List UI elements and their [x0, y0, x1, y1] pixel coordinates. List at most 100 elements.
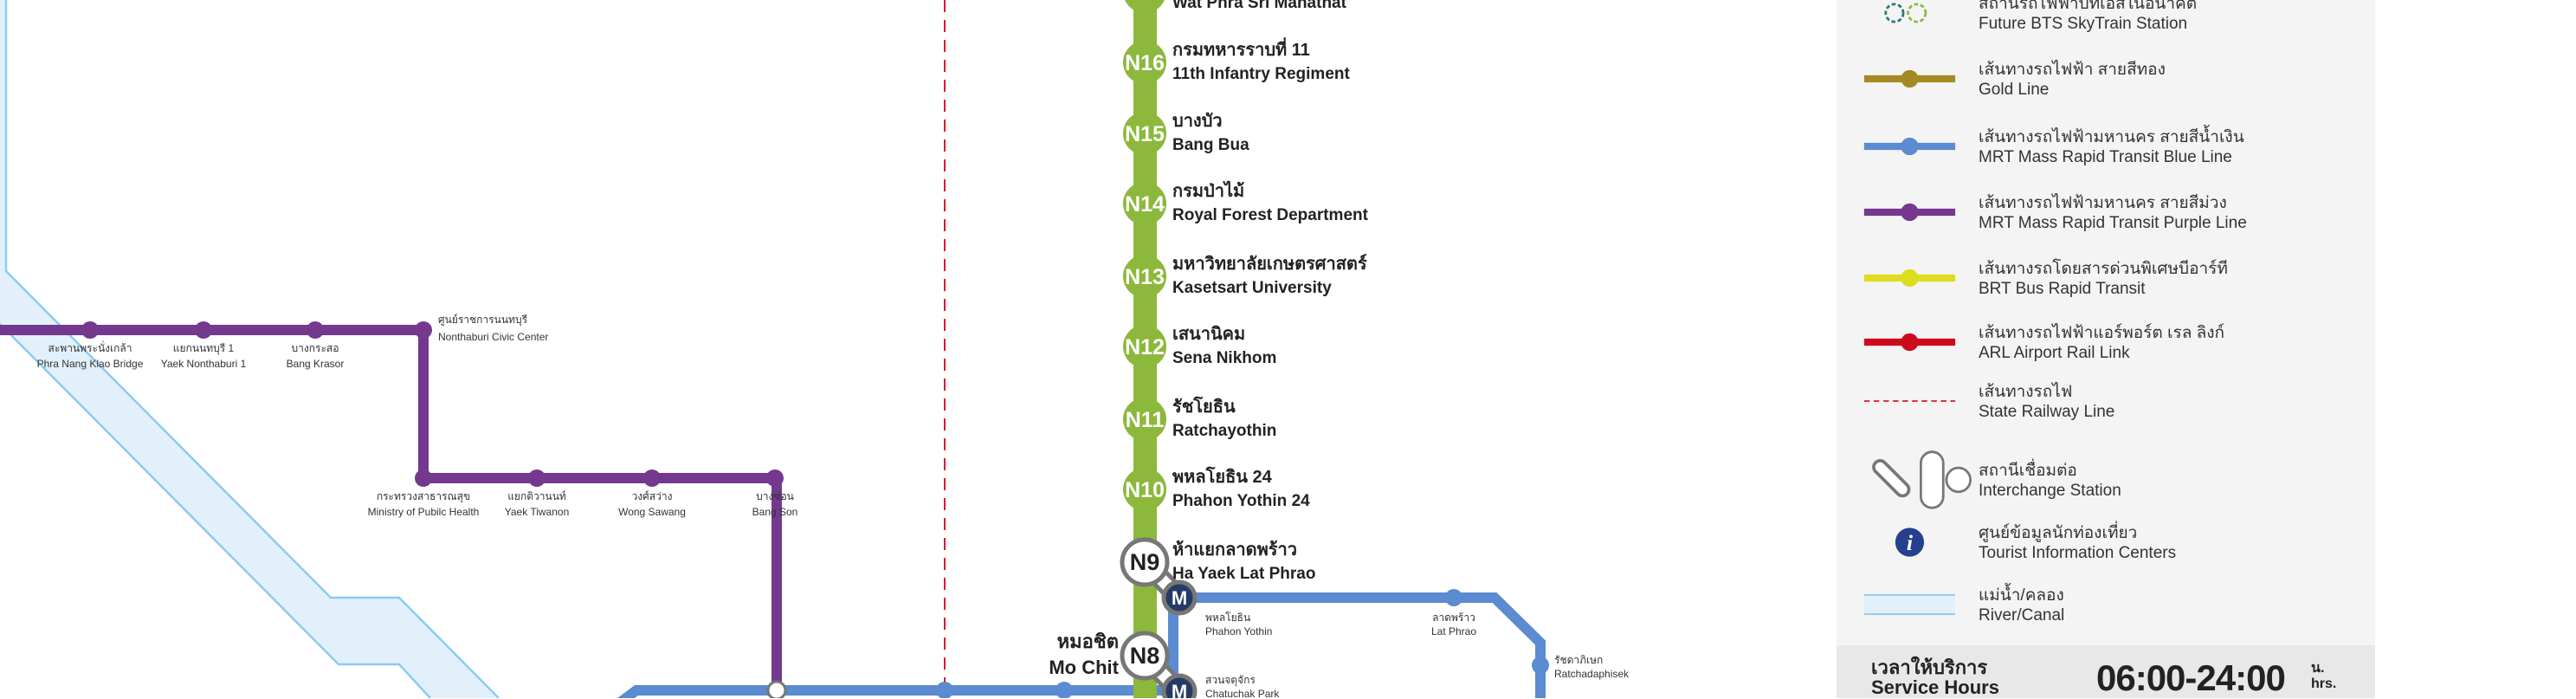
svg-text:i: i [1907, 530, 1914, 555]
blue-station-marker[interactable] [1532, 657, 1549, 674]
info-icon: i [1895, 527, 1925, 557]
blue-station-marker[interactable] [1056, 682, 1073, 698]
station-name-thai: รัชดาภิเษก [1554, 654, 1603, 666]
station-name-thai: สวนจตุจักร [1205, 674, 1256, 687]
station-marker [766, 469, 784, 487]
station-marker [528, 469, 546, 487]
river [0, 0, 499, 698]
river-bank [0, 323, 431, 698]
station-marker [1123, 41, 1166, 84]
arl-line-icon [1863, 333, 1956, 352]
station-code: N10 [1125, 478, 1165, 502]
station-name-english: Lat Phrao [1431, 625, 1476, 638]
blue-station-marker[interactable] [936, 682, 953, 698]
station-name-english: Wat Phra Sri Mahathat [1172, 0, 1347, 12]
legend-label-english: Gold Line [1979, 81, 2050, 99]
legend-label-english: Future BTS SkyTrain Station [1979, 15, 2188, 33]
purple-station[interactable]: แยกติวานนท์ Yaek Tiwanon [505, 469, 570, 518]
station-marker [81, 321, 99, 339]
station-code: N12 [1125, 335, 1165, 359]
station-n12[interactable]: N12 เสนานิคม Sena Nikhom [1123, 325, 1276, 368]
station-name-thai: บางซ่อน [756, 490, 794, 502]
service-hours-time: 06:00-24:00 [2096, 657, 2286, 698]
station-n17[interactable]: N17 Wat Phra Sri Mahathat [1123, 0, 1347, 13]
station-marker [415, 469, 432, 487]
station-marker [307, 321, 324, 339]
station-name-thai: กรมป่าไม้ [1172, 180, 1244, 201]
blue-station-label: รัชดาภิเษก Ratchadaphisek [1554, 654, 1630, 680]
station-name-thai: แยกติวานนท์ [507, 490, 566, 502]
legend-label-english: MRT Mass Rapid Transit Blue Line [1979, 148, 2232, 166]
station-code: N11 [1126, 408, 1165, 432]
purple-line-icon [1863, 203, 1956, 222]
station-code: N8 [1130, 643, 1160, 669]
station-code: N17 [1125, 0, 1165, 4]
railway-line-icon [1863, 400, 1956, 402]
station-name-thai: ห้าแยกลาดพร้าว [1172, 540, 1297, 560]
station-name-thai: มหาวิทยาลัยเกษตรศาสตร์ [1172, 254, 1367, 274]
station-name-thai: เสนานิคม [1172, 325, 1245, 344]
river-bank [4, 0, 500, 698]
legend-item: เส้นทางรถไฟฟ้า สายสีทอง Gold Line [1837, 53, 2375, 105]
station-name-english: Ratchadaphisek [1554, 668, 1630, 680]
station-name-english: Yaek Tiwanon [505, 506, 570, 518]
legend-label-english: River/Canal [1979, 606, 2065, 625]
station-name-english: Phahon Yothin 24 [1172, 492, 1310, 510]
station-name-thai: กรมทหารราบที่ 11 [1172, 36, 1310, 60]
blue-station-marker[interactable] [1445, 589, 1462, 606]
brt-line-icon [1863, 269, 1956, 288]
station-name-english: Phahon Yothin [1205, 625, 1272, 638]
station-name-thai: บางบัว [1172, 112, 1223, 131]
mrt-badge-letter: M [1172, 681, 1187, 698]
station-name-english: Phra Nang Klao Bridge [37, 358, 144, 370]
legend-label-english: Interchange Station [1979, 482, 2121, 500]
station-marker [1123, 325, 1166, 368]
purple-station[interactable]: ศูนย์ราชการนนทบุรีNonthaburi Civic Cente… [415, 314, 548, 343]
mrt-station-icon [1161, 579, 1198, 616]
legend-label-english: MRT Mass Rapid Transit Purple Line [1979, 214, 2247, 232]
station-marker [1123, 398, 1166, 441]
station-name-english: Ratchayothin [1172, 422, 1276, 440]
legend-label-thai: เส้นทางรถไฟฟ้ามหานคร สายสีม่วง [1979, 194, 2227, 212]
station-name-english: Chatuchak Park [1205, 688, 1280, 698]
station-name-thai: พหลโยธิน [1205, 612, 1250, 624]
legend-label-thai: สถานีรถไฟฟ้าบีทีเอสในอนาคต [1979, 0, 2198, 13]
station-name-thai: กระทรวงสาธารณสุข [377, 490, 470, 503]
unit-english: hrs. [2311, 676, 2337, 691]
station-marker [1125, 0, 1165, 13]
station-name-english: Yaek Nonthaburi 1 [161, 358, 247, 370]
river-icon [1863, 594, 1956, 615]
station-name-english: Sena Nikhom [1172, 349, 1276, 367]
mrt-station-icon [1161, 673, 1198, 698]
station-code: N13 [1125, 265, 1165, 289]
interchange-station-marker [1120, 631, 1170, 681]
legend-label-english: BRT Bus Rapid Transit [1979, 280, 2146, 298]
station-name-thai: บางกระสอ [292, 342, 339, 354]
interchange-station-marker [766, 680, 787, 698]
station-code: N16 [1125, 51, 1165, 75]
legend-label-thai: เส้นทางรถไฟฟ้า สายสีทอง [1979, 61, 2166, 79]
station-marker [415, 321, 432, 339]
